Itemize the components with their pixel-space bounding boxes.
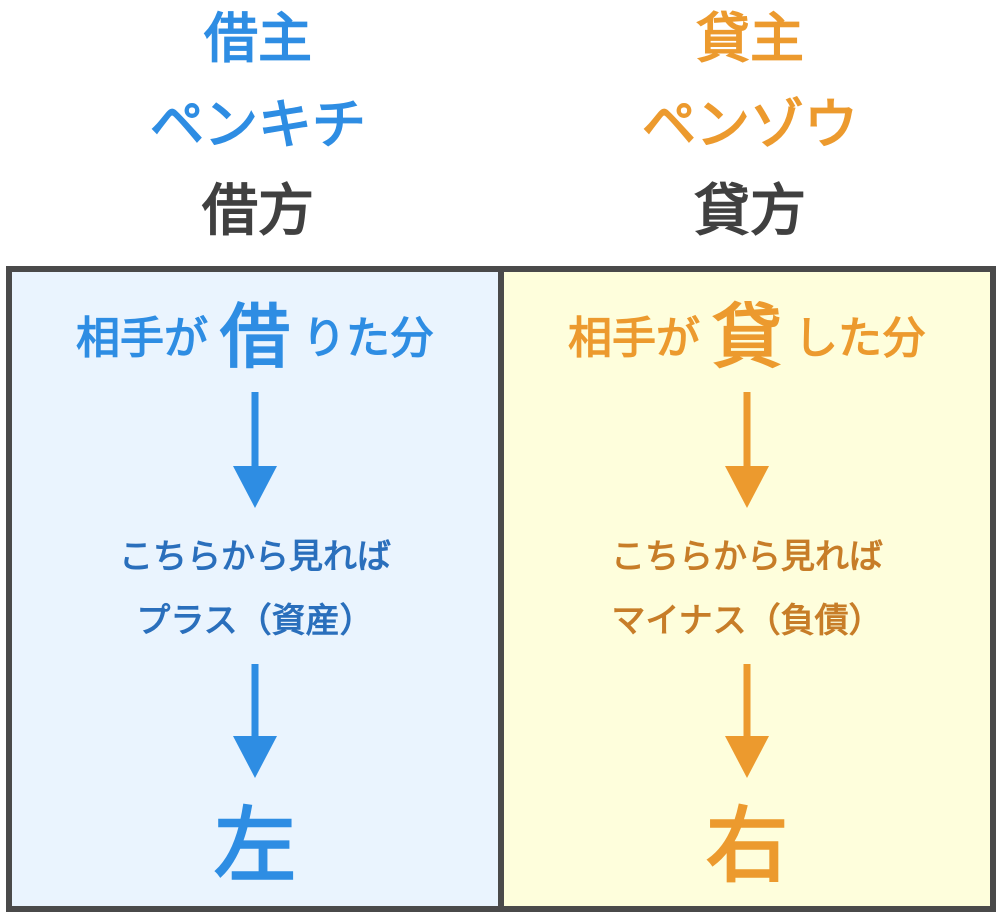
comparison-table: 相手が借りた分 こちらから見れば プラス（資産） 左 相手が貸した分 こちらから… [6, 266, 996, 912]
right-panel: 相手が貸した分 こちらから見れば マイナス（負債） 右 [504, 272, 990, 906]
left-character-name: ペンキチ [150, 93, 366, 156]
left-statement: 相手が借りた分 [12, 302, 498, 372]
left-party-label: 借主 [204, 7, 312, 70]
right-result-description: マイナス（負債） [611, 601, 883, 641]
right-side-heading: 貸方 [694, 179, 806, 244]
right-character-name: ペンゾウ [642, 93, 858, 156]
left-side-heading: 借方 [202, 179, 314, 244]
left-result: 左 [213, 799, 296, 894]
right-statement-suffix: した分 [794, 313, 926, 364]
down-arrow-icon [233, 392, 277, 508]
right-statement-kanji: 貸 [712, 296, 782, 378]
right-perspective-text: こちらから見れば [611, 537, 883, 577]
down-arrow-icon [233, 664, 277, 778]
left-statement-kanji: 借 [220, 296, 290, 378]
left-panel: 相手が借りた分 こちらから見れば プラス（資産） 左 [12, 272, 504, 906]
down-arrow-icon [725, 392, 769, 508]
right-statement: 相手が貸した分 [504, 302, 990, 372]
left-result-description: プラス（資産） [136, 601, 374, 641]
left-perspective-text: こちらから見れば [119, 537, 391, 577]
left-statement-prefix: 相手が [76, 313, 208, 364]
left-statement-suffix: りた分 [302, 313, 434, 364]
down-arrow-icon [725, 664, 769, 778]
right-party-label: 貸主 [696, 7, 804, 70]
right-statement-prefix: 相手が [568, 313, 700, 364]
right-result: 右 [705, 799, 788, 894]
